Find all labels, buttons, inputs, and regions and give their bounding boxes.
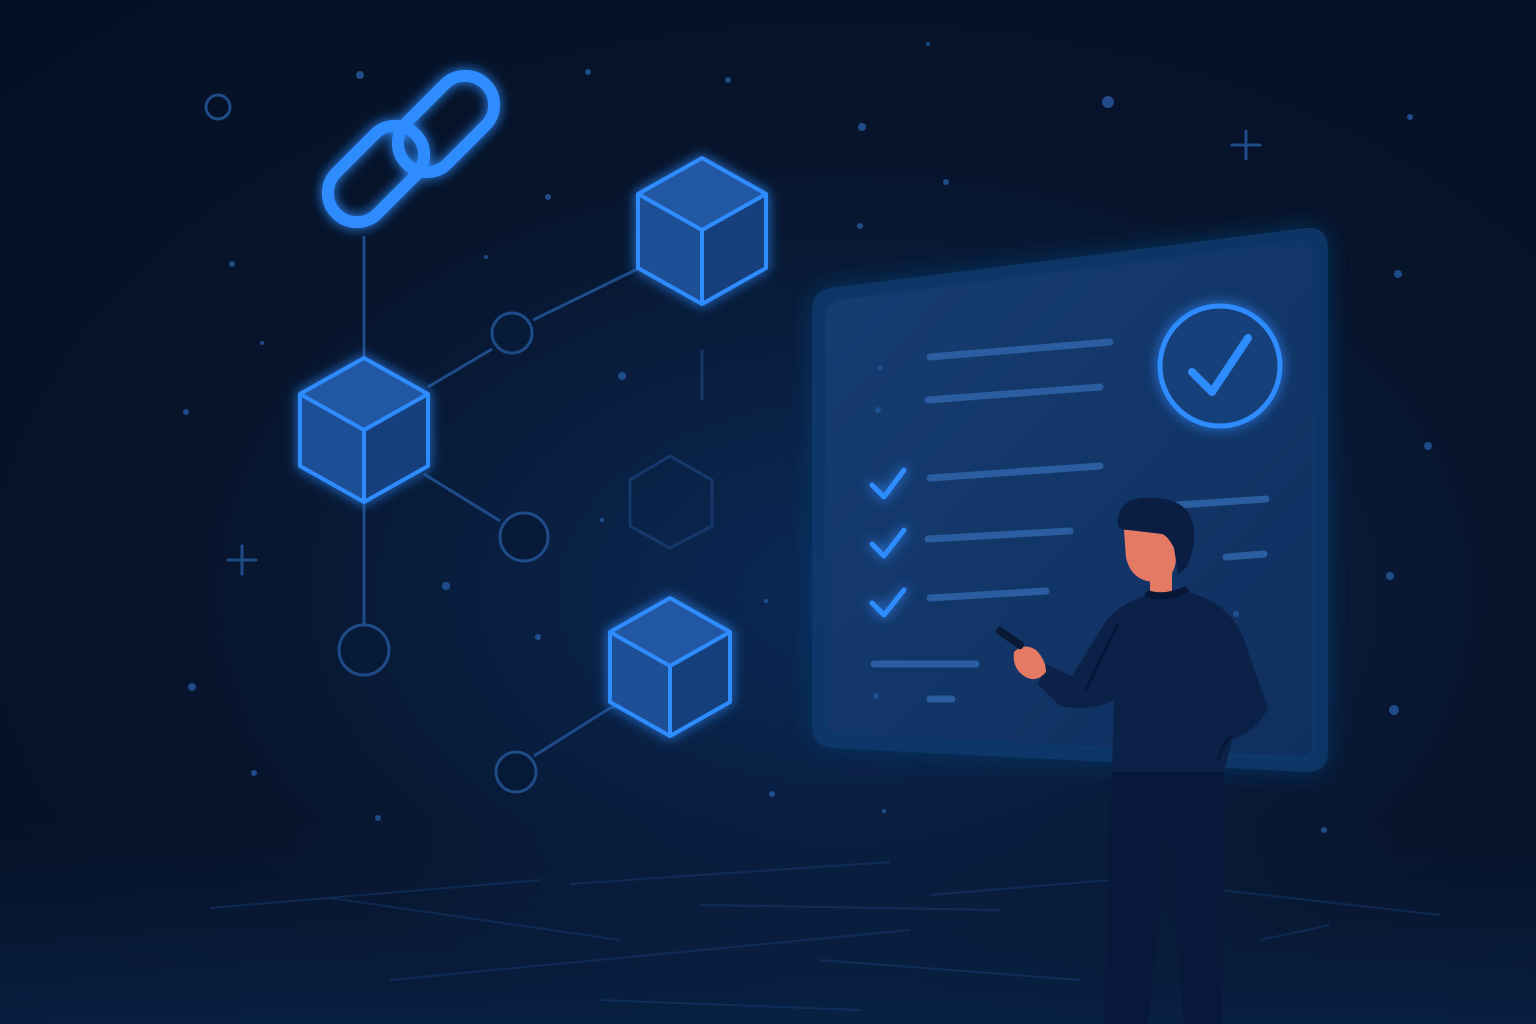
chain-link-icon: [321, 69, 501, 229]
background-ring: [204, 93, 232, 121]
person-hair: [1117, 497, 1195, 574]
blockchain-cube-icon: [636, 156, 768, 306]
network-node-icon: [494, 750, 538, 794]
plus-marks: [226, 129, 1262, 576]
network-node-icon: [490, 311, 534, 355]
blockchain-cube-icon: [608, 596, 732, 738]
person-legs: [1104, 760, 1224, 1024]
panel-bullets: [873, 365, 1239, 699]
check-icon: [869, 527, 907, 559]
floor-grid: [209, 861, 1441, 1011]
checkmark-circle-icon: [1157, 303, 1283, 429]
faint-hexagon: [628, 454, 714, 550]
person-hand: [1013, 646, 1046, 680]
person-hand-pocket: [1216, 734, 1233, 761]
blockchain-cube-icon: [298, 356, 430, 504]
panel-text-lines: [870, 338, 1270, 703]
checklist: [869, 467, 907, 618]
person-arm: [1084, 623, 1120, 691]
network-node-icon: [337, 623, 391, 677]
person-figure: [995, 497, 1268, 1024]
person-collar: [1144, 586, 1190, 600]
check-icon: [869, 587, 907, 618]
network-node-icon: [498, 511, 550, 563]
network-nodes: [337, 311, 550, 794]
person-torso: [1038, 590, 1268, 772]
star-particles: [183, 42, 1432, 833]
check-icon: [869, 467, 907, 500]
remote-control-icon: [995, 626, 1025, 650]
floor-glow: [0, 820, 1536, 1024]
